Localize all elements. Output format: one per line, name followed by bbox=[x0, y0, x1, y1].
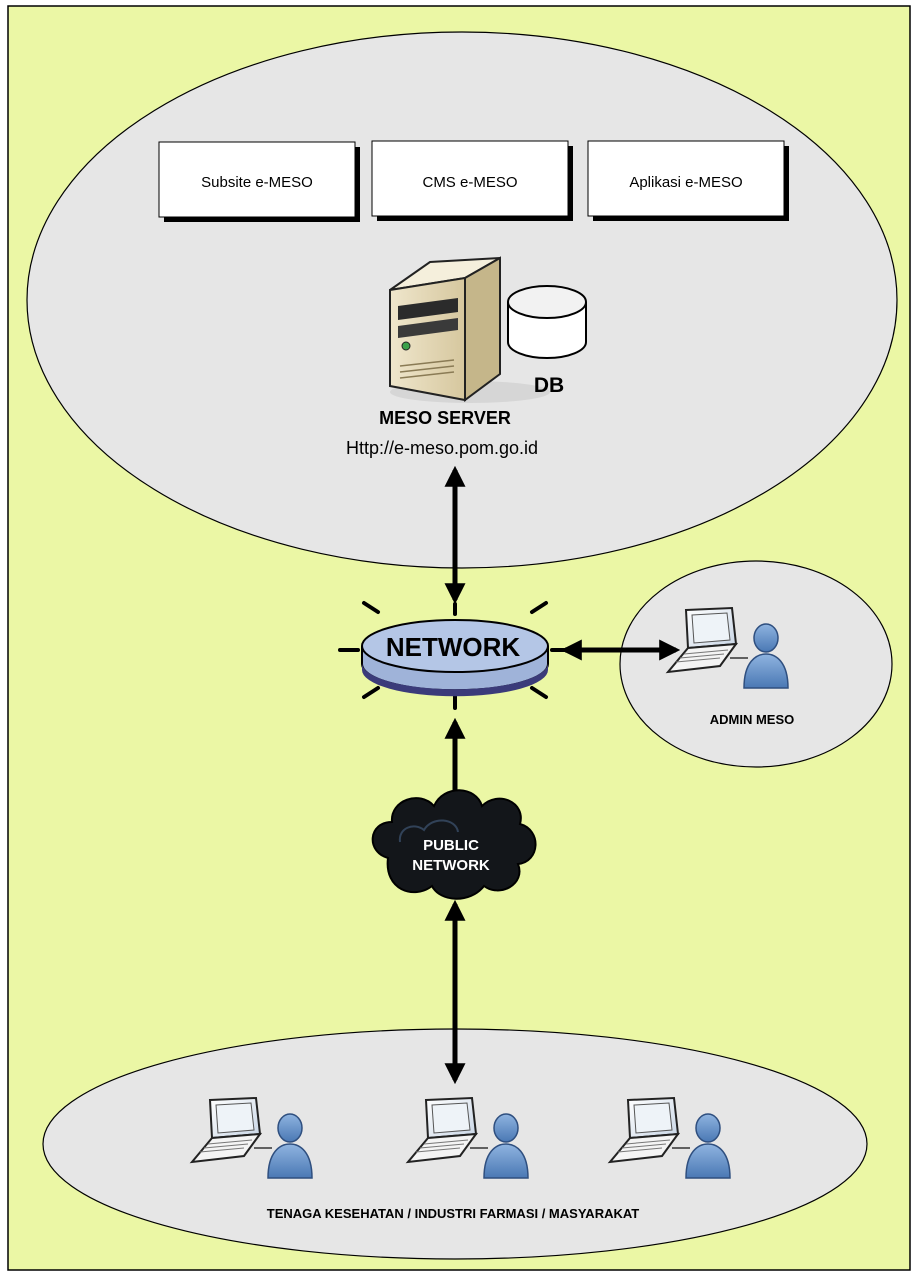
server-zone: Subsite e-MESO CMS e-MESO Aplikasi e-MES… bbox=[26, 31, 898, 569]
aplikasi-box-label: Aplikasi e-MESO bbox=[629, 174, 742, 191]
database-icon: DB bbox=[507, 285, 587, 397]
public-network-cloud-icon[interactable]: PUBLIC NETWORK bbox=[371, 789, 537, 900]
network-hub[interactable]: NETWORK bbox=[338, 601, 570, 710]
subsite-box[interactable]: Subsite e-MESO bbox=[158, 141, 360, 222]
aplikasi-box[interactable]: Aplikasi e-MESO bbox=[587, 140, 789, 221]
db-label: DB bbox=[534, 374, 564, 397]
server-url: Http://e-meso.pom.go.id bbox=[346, 438, 538, 458]
admin-label: ADMIN MESO bbox=[710, 712, 795, 727]
server-icon bbox=[389, 256, 550, 403]
admin-zone: ADMIN MESO bbox=[619, 560, 893, 768]
users-zone: TENAGA KESEHATAN / INDUSTRI FARMASI / MA… bbox=[42, 1028, 868, 1260]
subsite-box-label: Subsite e-MESO bbox=[201, 174, 313, 191]
users-label: TENAGA KESEHATAN / INDUSTRI FARMASI / MA… bbox=[267, 1206, 639, 1221]
cms-box[interactable]: CMS e-MESO bbox=[371, 140, 573, 221]
public-network-line1: PUBLIC bbox=[423, 837, 479, 854]
public-network-line2: NETWORK bbox=[412, 857, 490, 874]
server-title: MESO SERVER bbox=[379, 408, 511, 428]
cms-box-label: CMS e-MESO bbox=[422, 174, 517, 191]
network-hub-label: NETWORK bbox=[386, 632, 521, 662]
